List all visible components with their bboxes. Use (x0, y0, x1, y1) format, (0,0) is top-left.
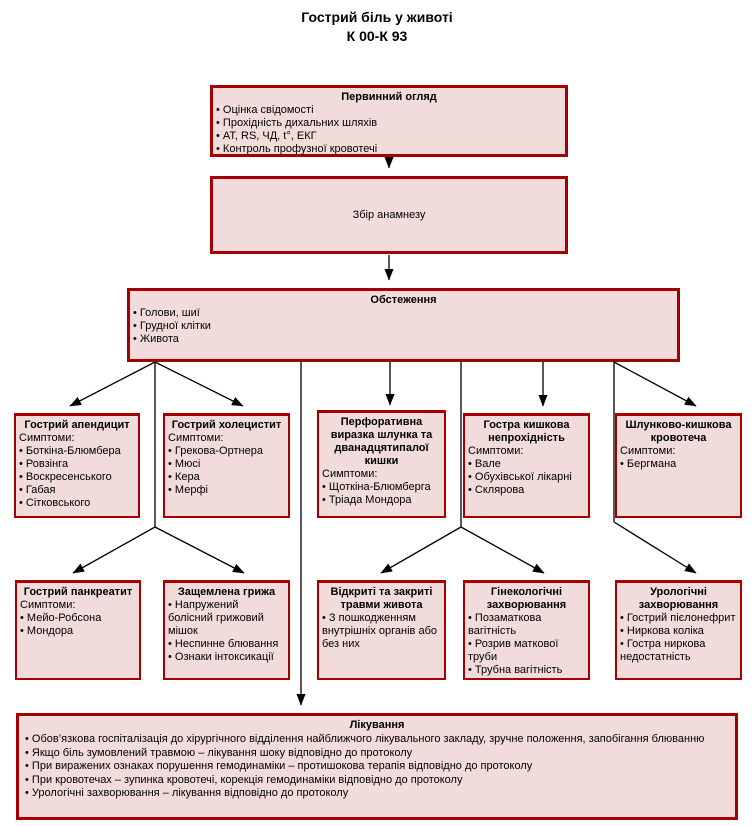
list-item: Кера (168, 471, 286, 484)
list-item: Гострий пієлонефрит (620, 612, 738, 625)
box-title: Гострий апендицит (24, 419, 130, 431)
box-appendicitis: Гострий апендицит Симптоми: Боткіна-Блюм… (14, 413, 140, 518)
list-item: Мерфі (168, 484, 286, 497)
box-treatment: Лікування Обов’язкова госпіталізація до … (16, 713, 738, 820)
box-title: Гострий холецистит (171, 419, 282, 431)
list-item: Трубна вагітність (468, 664, 586, 677)
box-subtitle: Симптоми: (620, 445, 676, 457)
box-abdominal-trauma: Відкриті та закриті травми живота З пошк… (317, 580, 446, 680)
list-item: Грекова-Ортнера (168, 445, 286, 458)
list-item: Мейо-Робсона (20, 612, 137, 625)
box-primary-survey: Первинний огляд Оцінка свідомостіПрохідн… (210, 85, 568, 157)
box-title: Гострий панкреатит (23, 586, 133, 598)
list-item: Живота (133, 333, 211, 346)
box-subtitle: Симптоми: (468, 445, 524, 457)
list-item: Боткіна-Блюмбера (19, 445, 136, 458)
box-title: Лікування (349, 719, 405, 731)
list-item: Мюсі (168, 458, 286, 471)
box-gynecological: Гінекологічні захворювання Позаматкова в… (463, 580, 590, 680)
list-item: Ровзінга (19, 458, 136, 471)
treatment-list: Обов’язкова госпіталізація до хірургічно… (19, 732, 735, 803)
box-title: Збір анамнезу (352, 208, 426, 221)
arrow-to-cholecystitis (154, 361, 244, 407)
symptom-list: Мейо-РобсонаМондора (17, 612, 139, 640)
list-item: Склярова (468, 484, 586, 497)
list-item: АТ, RS, ЧД, t°, ЕКГ (216, 130, 377, 143)
box-title: Первинний огляд (341, 91, 437, 103)
box-subtitle: Симптоми: (322, 468, 378, 480)
list-item: Габая (19, 484, 136, 497)
arrow-to-gi-bleeding (613, 361, 697, 407)
list-item: Якщо біль зумовлений травмою – лікування… (25, 747, 729, 761)
list-item: Тріада Мондора (322, 494, 442, 507)
symptom-list: Гострий пієлонефритНиркова колікаГостра … (617, 612, 740, 666)
list-item: Неспинне блювання (168, 638, 286, 651)
box-title: Гінекологічні захворювання (486, 586, 567, 611)
symptom-list: Бергмана (617, 458, 740, 473)
list-item: Розрив маткової труби (468, 638, 586, 664)
box-title: Обстеження (370, 294, 437, 306)
box-cholecystitis: Гострий холецистит Симптоми: Грекова-Орт… (163, 413, 290, 518)
list-item: Позаматкова вагітність (468, 612, 586, 638)
box-title: Шлунково-кишкова кровотеча (625, 419, 732, 444)
list-item: Ниркова коліка (620, 625, 738, 638)
list-item: Воскресенського (19, 471, 136, 484)
box-strangulated-hernia: Защемлена грижа Напружений болісний гриж… (163, 580, 290, 680)
box-subtitle: Симптоми: (19, 432, 75, 444)
list-item: Оцінка свідомості (216, 104, 377, 117)
box-title: Защемлена грижа (177, 586, 276, 598)
box-intestinal-obstruction: Гостра кишкова непрохідність Симптоми: В… (463, 413, 590, 518)
primary-survey-list: Оцінка свідомостіПрохідність дихальних ш… (213, 104, 379, 158)
arrow-to-pancreatitis (72, 526, 156, 574)
symptom-list: Напружений болісний грижовий мішокНеспин… (165, 599, 288, 666)
list-item: Бергмана (620, 458, 738, 471)
list-item: При кровотечах – зупинка кровотечі, коре… (25, 774, 729, 788)
list-item: Грудної клітки (133, 320, 211, 333)
box-title: Урологічні захворювання (638, 586, 719, 611)
arrow-to-urological (613, 521, 697, 574)
list-item: Гостра ниркова недостатність (620, 638, 738, 664)
list-item: Щоткіна-Блюмберга (322, 481, 442, 494)
examination-list: Голови, шиїГрудної кліткиЖивота (130, 307, 213, 348)
list-item: Мондора (20, 625, 137, 638)
arrow-to-appendicitis (69, 361, 156, 407)
box-title: Перфоративна виразка шлунка та дванадцят… (330, 416, 433, 467)
list-item: Ознаки інтоксикації (168, 651, 286, 664)
box-perforated-ulcer: Перфоративна виразка шлунка та дванадцят… (317, 410, 446, 518)
list-item: Сітковського (19, 497, 136, 510)
list-item: Обухівської лікарні (468, 471, 586, 484)
box-anamnesis: Збір анамнезу (210, 176, 568, 254)
list-item: При виражених ознаках порушення гемодина… (25, 760, 729, 774)
box-examination: Обстеження Голови, шиїГрудної кліткиЖиво… (127, 288, 680, 362)
arrow-to-trauma (380, 526, 462, 574)
symptom-list: ВалеОбухівської лікарніСклярова (465, 458, 588, 499)
box-title: Відкриті та закриті травми живота (330, 586, 433, 611)
symptom-list: Грекова-ОртнераМюсіКераМерфі (165, 445, 288, 499)
arrow-to-gynecological (460, 526, 545, 574)
arrow-to-hernia (154, 526, 245, 574)
box-subtitle: Симптоми: (20, 599, 76, 611)
box-title: Гостра кишкова непрохідність (483, 419, 570, 444)
list-item: Напружений болісний грижовий мішок (168, 599, 286, 638)
list-item: Обов’язкова госпіталізація до хірургічно… (25, 733, 729, 747)
list-item: Контроль профузної кровотечі (216, 143, 377, 156)
list-item: Прохідність дихальних шляхів (216, 117, 377, 130)
page-title-line2: К 00-К 93 (346, 28, 408, 44)
symptom-list: Щоткіна-БлюмбергаТріада Мондора (319, 481, 444, 509)
page-title-line1: Гострий біль у животі (301, 9, 453, 25)
box-pancreatitis: Гострий панкреатит Симптоми: Мейо-Робсон… (15, 580, 141, 680)
symptom-list: Боткіна-БлюмбераРовзінгаВоскресенськогоГ… (16, 445, 138, 512)
list-item: Голови, шиї (133, 307, 211, 320)
box-gi-bleeding: Шлунково-кишкова кровотеча Симптоми: Бер… (615, 413, 742, 518)
box-subtitle: Симптоми: (168, 432, 224, 444)
list-item: З пошкодженням внутрішніх органів або бе… (322, 612, 442, 651)
list-item: Урологічні захворювання – лікування відп… (25, 787, 729, 801)
symptom-list: Позаматкова вагітністьРозрив маткової тр… (465, 612, 588, 679)
box-urological: Урологічні захворювання Гострий пієлонеф… (615, 580, 742, 680)
symptom-list: З пошкодженням внутрішніх органів або бе… (319, 612, 444, 653)
page-title: Гострий біль у животі К 00-К 93 (0, 8, 754, 46)
list-item: Вале (468, 458, 586, 471)
